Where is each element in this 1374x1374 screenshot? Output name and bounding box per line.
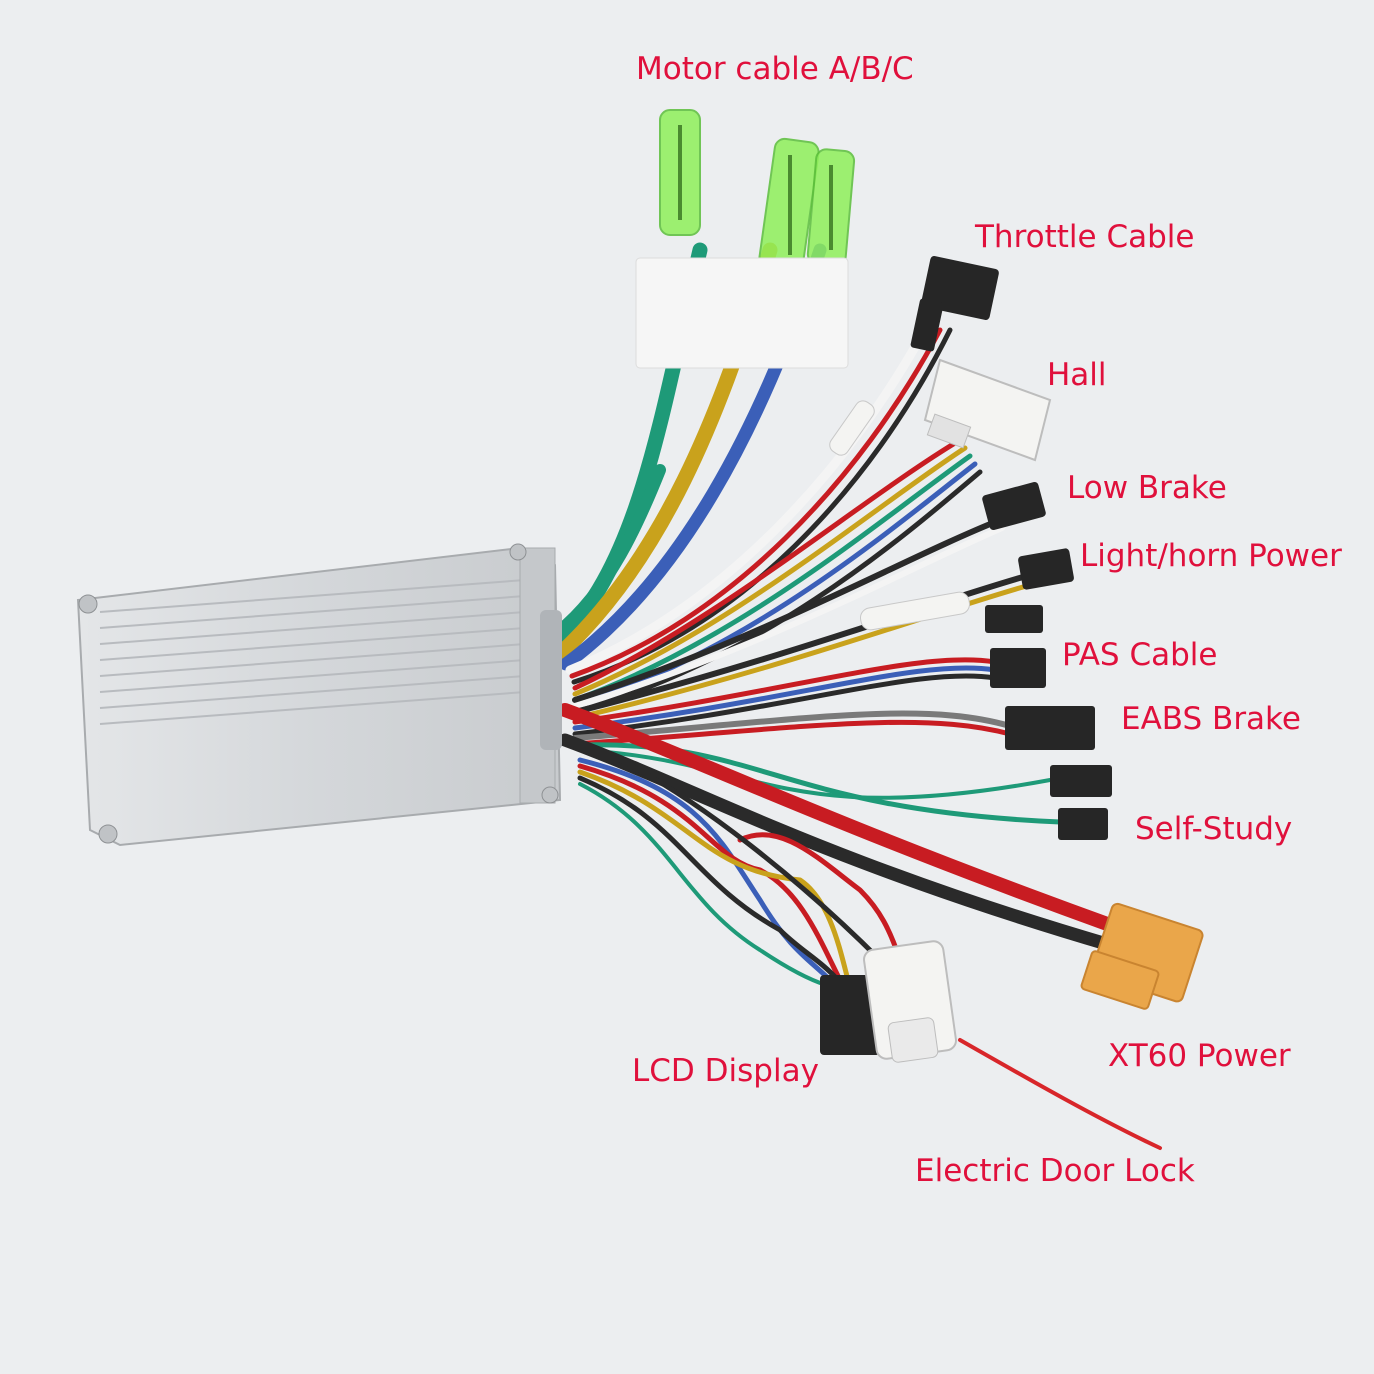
lcd-wire-blue xyxy=(577,757,833,983)
controller-housing xyxy=(76,543,562,847)
connectors xyxy=(820,256,1204,1063)
label-pas-cable: PAS Cable xyxy=(1062,637,1218,673)
hall-wire-black xyxy=(572,469,983,715)
lcd-wire-green xyxy=(578,782,828,987)
low-brake-wire-black xyxy=(572,517,1003,703)
low-brake-connector xyxy=(982,482,1046,530)
motor-wire-green-2 xyxy=(552,464,666,638)
power-wire-red xyxy=(558,703,1117,932)
motor-label-tag xyxy=(635,257,849,369)
throttle-wire-red xyxy=(569,327,943,679)
label-throttle-cable: Throttle Cable xyxy=(975,219,1195,255)
light-wire-yellow xyxy=(572,582,1033,721)
throttle-wire-white xyxy=(565,315,935,675)
light-wire-black xyxy=(572,572,1033,715)
label-self-study: Self-Study xyxy=(1135,811,1293,847)
pas-connector xyxy=(990,648,1046,688)
label-low-brake: Low Brake xyxy=(1067,470,1227,506)
power-wire-black xyxy=(558,733,1117,952)
door-lock-wire-black xyxy=(617,757,883,963)
label-hall: Hall xyxy=(1047,357,1107,393)
pas-connector-top xyxy=(985,605,1043,633)
hall-wire-green xyxy=(572,453,973,703)
lcd-wire-black xyxy=(577,775,841,983)
pas-wire-red xyxy=(572,657,998,725)
label-light-horn-power: Light/horn Power xyxy=(1080,538,1342,574)
eabs-wire-red xyxy=(572,719,1013,747)
label-electric-door-lock: Electric Door Lock xyxy=(915,1153,1195,1189)
self-study-wire-green-2 xyxy=(578,748,1052,800)
label-motor-cable: Motor cable A/B/C xyxy=(636,51,914,87)
lcd-wire-yellow xyxy=(577,769,851,983)
label-xt60-power: XT60 Power xyxy=(1108,1038,1291,1074)
hall-wire-red xyxy=(572,437,963,691)
label-eabs-brake: EABS Brake xyxy=(1121,701,1301,737)
self-study-connector-a xyxy=(1050,765,1112,797)
door-lock-wire-red xyxy=(737,832,903,963)
hall-connector xyxy=(923,358,1052,462)
label-lcd-display: LCD Display xyxy=(632,1053,819,1089)
self-study-connector-b xyxy=(1058,808,1108,840)
sleeve-throttle xyxy=(829,400,875,456)
light-connector xyxy=(1018,548,1074,590)
pas-wire-black xyxy=(572,673,998,737)
wire-bundle xyxy=(552,242,1162,1150)
lcd-connector xyxy=(820,975,880,1055)
eabs-connector xyxy=(1005,706,1095,750)
hall-wire-yellow xyxy=(572,445,968,697)
door-lock-lead-red xyxy=(958,1038,1162,1150)
sleeve-light xyxy=(860,591,970,631)
eabs-wire-grey xyxy=(572,710,1013,741)
hall-wire-blue xyxy=(572,461,978,709)
motor-connectors xyxy=(635,109,856,369)
pas-wire-blue xyxy=(572,665,998,731)
low-brake-wire-white xyxy=(572,525,1005,709)
